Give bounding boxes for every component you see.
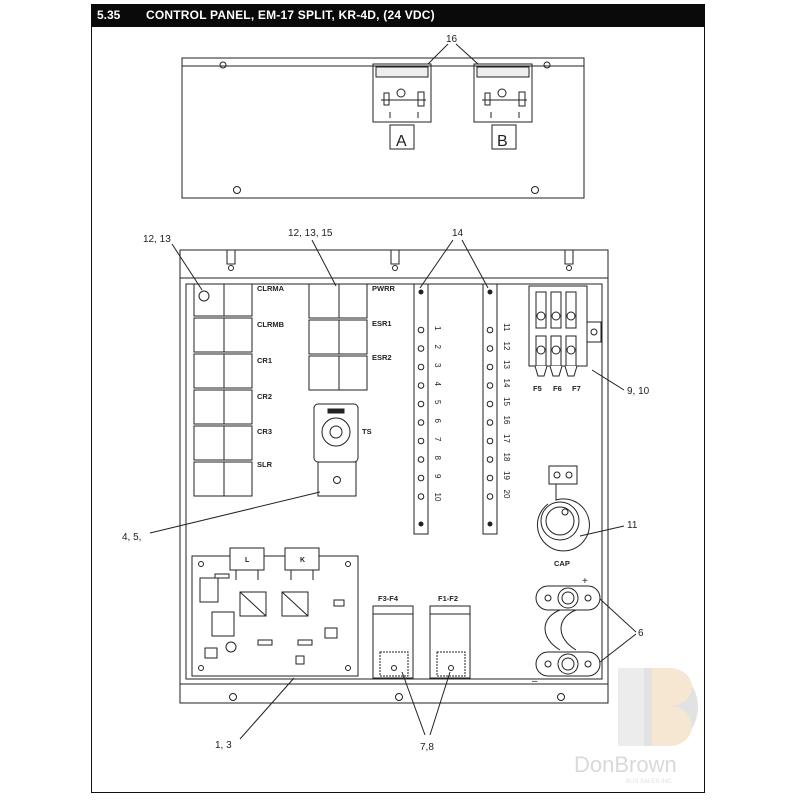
- callout-6: 6: [638, 628, 644, 639]
- thermostat-ts: [313, 403, 359, 497]
- terminal-label: 4: [433, 382, 442, 387]
- callout-9-10: 9, 10: [627, 386, 650, 397]
- fuse-holders: [372, 605, 471, 679]
- terminal-holes: [417, 289, 494, 527]
- terminal-label: 11: [502, 323, 511, 332]
- watermark-small: BUS SALES INC: [626, 779, 672, 785]
- relay-label-clrma: CLRMA: [257, 284, 285, 293]
- polarity-minus: –: [532, 676, 538, 687]
- terminal-label: 18: [502, 453, 511, 462]
- power-studs: [535, 585, 601, 677]
- relay-column-middle: [308, 283, 368, 391]
- relay-label-pwrr: PWRR: [372, 284, 395, 293]
- fuse-label-f5: F5: [533, 384, 542, 393]
- callout-14: 14: [452, 228, 464, 239]
- terminal-label: 1: [433, 326, 442, 331]
- terminal-label: 10: [433, 493, 442, 502]
- terminal-label: 12: [502, 342, 511, 351]
- callout-11: 11: [627, 520, 638, 531]
- watermark-text: DonBrown: [574, 752, 677, 777]
- fuse-label-f7: F7: [572, 384, 581, 393]
- leader-12-13: [171, 243, 203, 291]
- leader-6-b: [599, 633, 637, 663]
- terminal-label: 7: [433, 437, 442, 442]
- ts-label: TS: [362, 427, 372, 436]
- page-title: CONTROL PANEL, EM-17 SPLIT, KR-4D, (24 V…: [146, 8, 435, 22]
- terminal-label: 20: [502, 490, 511, 499]
- polarity-plus: +: [582, 576, 588, 587]
- relay-label-cr1: CR1: [257, 356, 272, 365]
- relay-label-cr3: CR3: [257, 427, 272, 436]
- relay-label-clrmb: CLRMB: [257, 320, 285, 329]
- leader-9-10: [591, 369, 625, 391]
- leader-12-13-15: [311, 239, 337, 287]
- terminal-label: 5: [433, 400, 442, 405]
- callout-12-13-15: 12, 13, 15: [288, 228, 333, 239]
- relay-label-cr2: CR2: [257, 392, 272, 401]
- relay-k-label: K: [300, 557, 305, 564]
- module-b-label: B: [497, 133, 508, 150]
- top-panel: [181, 43, 585, 199]
- module-a-label: A: [396, 133, 407, 150]
- relay-column-left: [193, 283, 253, 497]
- leader-4-5: [149, 491, 321, 534]
- callout-1-3: 1, 3: [215, 740, 232, 751]
- callout-16: 16: [446, 34, 458, 45]
- cap-label: CAP: [554, 559, 570, 568]
- fuse-block: [528, 285, 602, 377]
- fuse-holder-f1-f2: F1-F2: [438, 594, 458, 603]
- leader-1-3: [239, 677, 295, 740]
- circuit-board: [191, 547, 359, 677]
- leader-7-8-b: [429, 671, 451, 736]
- relay-label-slr: SLR: [257, 460, 273, 469]
- terminal-label: 15: [502, 397, 511, 406]
- leader-14-b: [461, 239, 489, 289]
- callout-7-8: 7,8: [420, 742, 434, 753]
- terminal-label: 9: [433, 474, 442, 479]
- title-bar: 5.35 CONTROL PANEL, EM-17 SPLIT, KR-4D, …: [91, 4, 705, 27]
- donbrown-logo: [618, 668, 698, 746]
- terminal-label: 3: [433, 363, 442, 368]
- callout-4-5: 4, 5,: [122, 532, 141, 543]
- terminal-label: 16: [502, 416, 511, 425]
- terminal-label: 6: [433, 419, 442, 424]
- terminal-label: 8: [433, 456, 442, 461]
- section-number: 5.35: [97, 8, 121, 22]
- relay-label-esr1: ESR1: [372, 319, 392, 328]
- terminal-label: 17: [502, 434, 511, 443]
- leader-11: [579, 525, 625, 537]
- fuse-label-f6: F6: [553, 384, 562, 393]
- fuse-holder-f3-f4: F3-F4: [378, 594, 399, 603]
- leader-14-a: [419, 239, 454, 289]
- relay-l-label: L: [245, 557, 250, 564]
- callout-12-13: 12, 13: [143, 234, 171, 245]
- terminal-label: 14: [502, 379, 511, 388]
- terminal-label: 19: [502, 471, 511, 480]
- terminal-strips: [413, 283, 498, 535]
- capacitor: [536, 465, 590, 552]
- leader-7-8-a: [401, 671, 426, 736]
- relay-label-esr2: ESR2: [372, 353, 392, 362]
- terminal-label: 2: [433, 345, 442, 350]
- terminal-label: 13: [502, 360, 511, 369]
- leader-6-a: [599, 598, 637, 633]
